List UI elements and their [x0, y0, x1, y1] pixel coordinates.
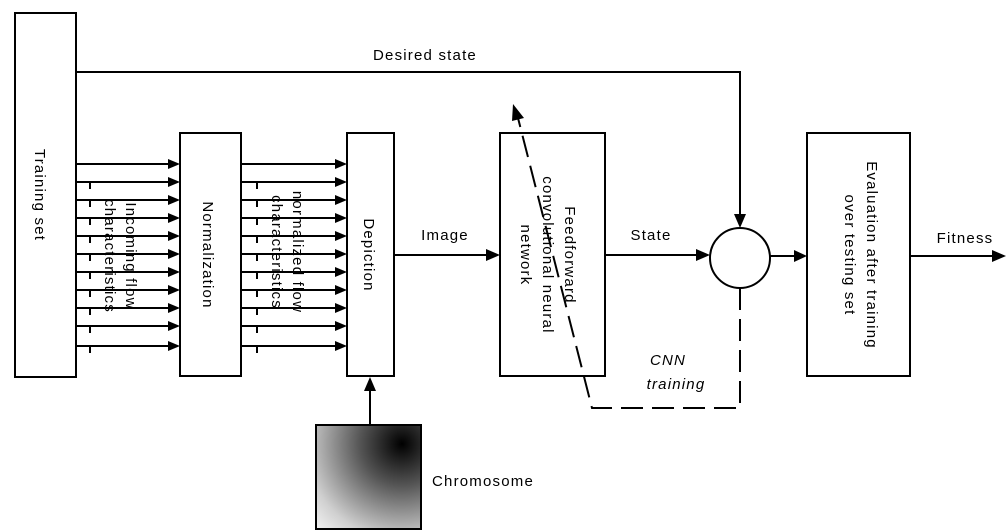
normalized-flow-arrow-head	[335, 341, 347, 351]
normalized-flow-arrow-head	[335, 231, 347, 241]
chromosome-image	[316, 425, 421, 529]
cnn-training-label: CNN training	[647, 352, 706, 393]
image-connector	[394, 249, 500, 261]
desired-state-connector	[76, 72, 746, 228]
evaluation-line-2: over testing set	[841, 195, 858, 316]
training-set-label: Training set	[31, 149, 48, 241]
normalized-flow-line-2: characteristics	[268, 195, 285, 309]
incoming-flow-arrow-head	[168, 341, 180, 351]
incoming-flow-label: Incoming flow characteristics	[101, 199, 139, 313]
normalized-flow-arrow-head	[335, 303, 347, 313]
incoming-flow-arrow-head	[168, 231, 180, 241]
incoming-flow-line-2: characteristics	[101, 199, 118, 313]
incoming-flow-arrow-head	[168, 213, 180, 223]
normalized-flow-arrow-head	[335, 267, 347, 277]
normalized-flow-arrow-head	[335, 249, 347, 259]
incoming-flow-arrow-head	[168, 267, 180, 277]
normalized-flow-arrow-head	[335, 213, 347, 223]
desired-state-label: Desired state	[373, 47, 477, 64]
state-connector	[605, 249, 710, 261]
incoming-flow-arrow-head	[168, 195, 180, 205]
normalized-flow-arrow-head	[335, 177, 347, 187]
incoming-flow-arrow-head	[168, 249, 180, 259]
fitness-connector	[910, 250, 1006, 262]
state-label: State	[630, 227, 671, 244]
normalized-flow-arrow-head	[335, 159, 347, 169]
cnn-line-3: network	[517, 225, 534, 286]
depiction-label: Depiction	[360, 218, 377, 291]
incoming-flow-arrow-head	[168, 159, 180, 169]
incoming-flow-arrow-head	[168, 303, 180, 313]
cnn-line-1: Feedforward	[561, 206, 578, 303]
normalized-flow-arrow-head	[335, 195, 347, 205]
evaluation-line-1: Evaluation after training	[863, 161, 880, 349]
cnn-line-2: convolutional neural	[539, 176, 556, 333]
incoming-flow-arrow-head	[168, 321, 180, 331]
normalized-flow-arrow-head	[335, 321, 347, 331]
normalized-flow-arrow-head	[335, 285, 347, 295]
normalized-flow-label: normalized flow characteristics	[268, 191, 306, 313]
incoming-flow-arrow-head	[168, 285, 180, 295]
chromosome-connector	[364, 377, 376, 425]
image-label: Image	[421, 227, 469, 244]
cnn-training-line-2: training	[647, 376, 706, 393]
normalization-label: Normalization	[199, 201, 216, 308]
cnn-training-line-1: CNN	[650, 352, 686, 369]
incoming-flow-arrow-head	[168, 177, 180, 187]
incoming-flow-line-1: Incoming flow	[122, 202, 139, 309]
fitness-label: Fitness	[937, 230, 994, 247]
chromosome-label: Chromosome	[432, 473, 534, 490]
normalized-flow-line-1: normalized flow	[289, 191, 306, 313]
comparator-to-evaluation-connector	[770, 250, 807, 262]
comparator-circle	[710, 228, 770, 288]
